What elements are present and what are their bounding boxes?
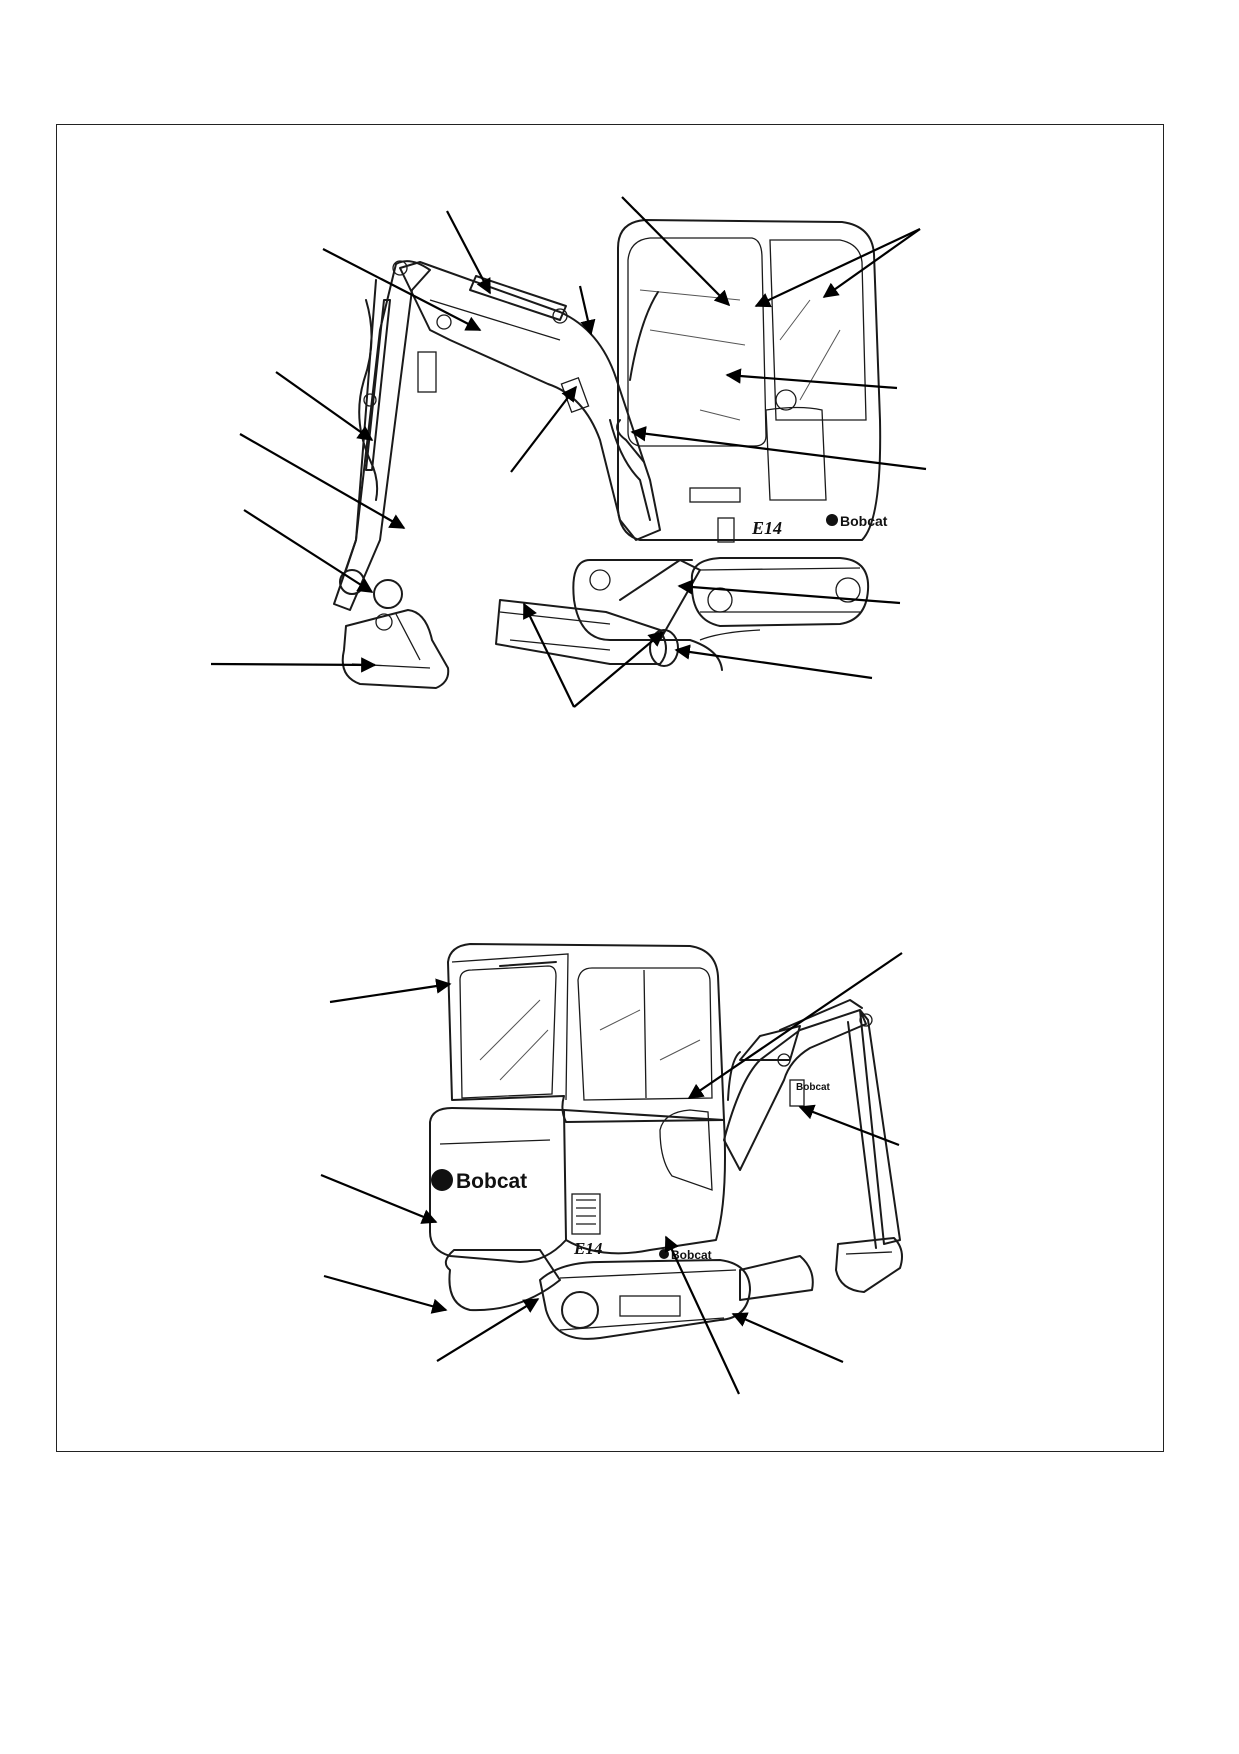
model-label-rear: E14 [573,1239,602,1258]
bucket-rear [835,1237,903,1293]
svg-text:Bobcat: Bobcat [456,1170,527,1193]
arm-front [333,260,437,631]
undercarriage-front [572,557,870,671]
cab-front [617,219,882,543]
undercarriage-rear [444,1249,814,1340]
model-label-front: E14 [751,518,782,538]
dozer-blade-front [495,559,701,667]
svg-text:Bobcat: Bobcat [796,1082,831,1093]
bobcat-logo-counterweight: Bobcat [431,1169,527,1193]
bobcat-logo-door: Bobcat [659,1248,712,1262]
bobcat-logo-front: Bobcat [826,513,888,529]
boom-rear [723,999,901,1249]
warning-decal [417,351,437,393]
illustration-frame [56,124,1164,1452]
boom-front [399,261,661,541]
excavator-front-view: E14 Bobcat [210,196,927,708]
bobcat-logo-arm: Bobcat [796,1082,831,1093]
svg-text:Bobcat: Bobcat [671,1248,712,1262]
callout-leaders-bottom [320,952,903,1395]
callout-leaders-top [210,196,927,708]
cab-rear [447,943,725,1191]
svg-text:Bobcat: Bobcat [840,513,888,529]
bucket-front [341,609,450,689]
excavator-rear-view: Bobcat E14 Bobcat [320,943,903,1395]
